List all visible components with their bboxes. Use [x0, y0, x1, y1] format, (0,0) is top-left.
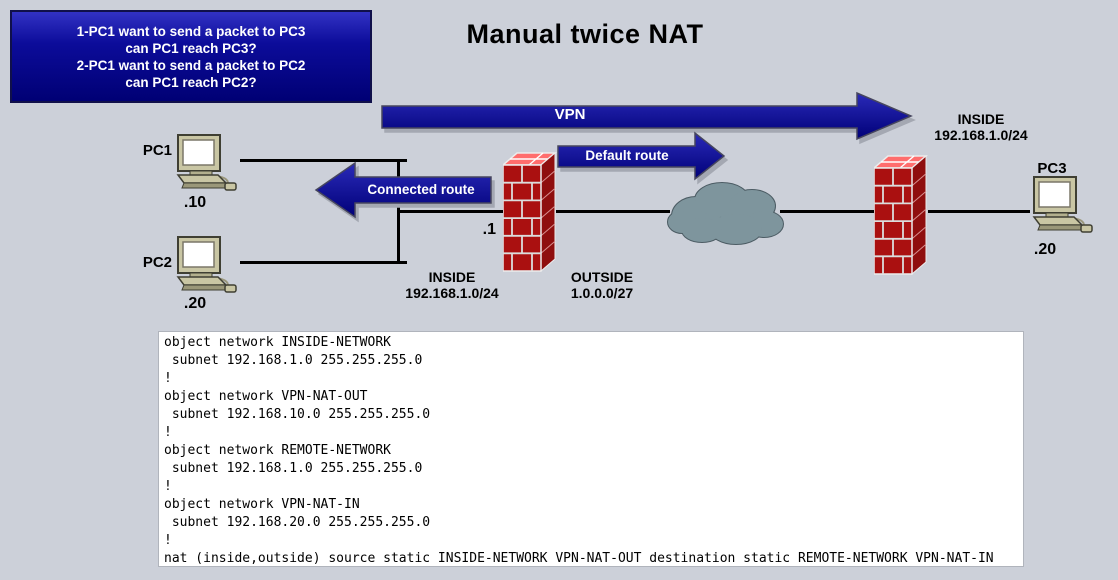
inside-right-network-label: INSIDE 192.168.1.0/24 [916, 111, 1046, 143]
inside-right-subnet: 192.168.1.0/24 [934, 127, 1028, 143]
inside-left-subnet: 192.168.1.0/24 [405, 285, 499, 301]
vpn-arrow-label: VPN [554, 106, 586, 123]
firewall2-icon [874, 150, 930, 276]
pc2-icon [168, 236, 238, 296]
default-route-arrow-label: Default route [585, 148, 669, 163]
inside-left-name: INSIDE [428, 269, 476, 285]
inside-left-network-label: INSIDE 192.168.1.0/24 [388, 269, 516, 301]
link-pc2-switch [240, 261, 407, 264]
pc2-host-label: .20 [183, 295, 207, 312]
inside-right-name: INSIDE [957, 111, 1005, 127]
pc3-host-label: .20 [1033, 241, 1057, 258]
pc3-icon [1024, 176, 1094, 236]
cloud-icon [667, 182, 784, 245]
link-trunk-firewall1 [399, 210, 505, 213]
link-cloud-firewall2 [780, 210, 876, 213]
vpn-arrow-icon [381, 91, 913, 141]
link-pc1-switch [240, 159, 407, 162]
pc2-name-label: PC2 [142, 254, 172, 271]
outside-name: OUTSIDE [570, 269, 634, 285]
connected-route-arrow-icon [314, 161, 492, 219]
connected-route-arrow-label: Connected route [367, 182, 475, 197]
link-firewall2-pc3 [928, 210, 1030, 213]
question-box: 1-PC1 want to send a packet to PC3 can P… [10, 10, 372, 103]
page-title: Manual twice NAT [466, 19, 704, 49]
outside-network-label: OUTSIDE 1.0.0.0/27 [538, 269, 666, 301]
firewall1-inside-ip-label: .1 [482, 221, 496, 238]
pc1-name-label: PC1 [142, 142, 172, 159]
link-trunk-vertical [397, 159, 400, 264]
firewall1-icon [503, 147, 559, 273]
pc1-icon [168, 134, 238, 194]
link-firewall1-cloud [556, 210, 670, 213]
outside-subnet: 1.0.0.0/27 [570, 285, 634, 301]
pc1-host-label: .10 [183, 194, 207, 211]
pc3-name-label: PC3 [1037, 160, 1067, 177]
default-route-arrow-icon [557, 131, 726, 181]
nat-config-code-block: object network INSIDE-NETWORK subnet 192… [158, 331, 1024, 567]
